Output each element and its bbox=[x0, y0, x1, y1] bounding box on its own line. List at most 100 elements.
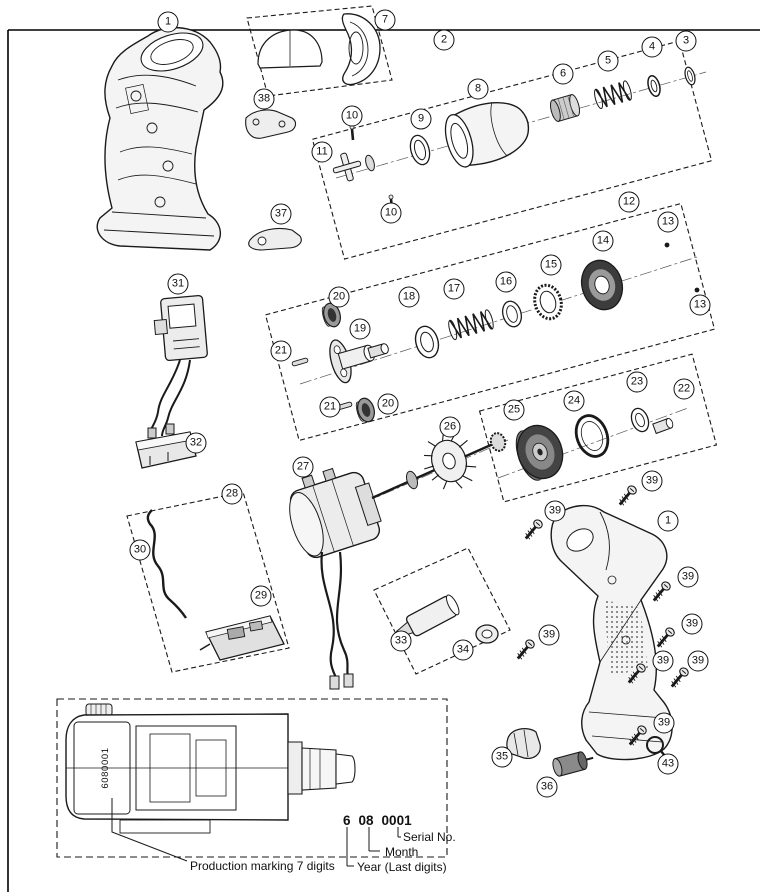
tool-side-view bbox=[65, 703, 356, 862]
part-5-spring bbox=[594, 80, 632, 110]
part-25-clutch bbox=[515, 424, 564, 481]
production-code: 6 08 0001 bbox=[343, 813, 412, 828]
callout-15: 15 bbox=[540, 254, 562, 276]
part-32-terminal-block bbox=[135, 423, 197, 469]
dashed-boxes bbox=[56, 5, 718, 858]
housing-right-half bbox=[550, 505, 673, 761]
callout-5: 5 bbox=[597, 50, 619, 72]
callout-28: 28 bbox=[221, 483, 243, 505]
part-26-fan bbox=[424, 431, 477, 490]
callout-2: 2 bbox=[433, 29, 455, 51]
callout-3: 3 bbox=[675, 30, 697, 52]
month-label: Month bbox=[385, 845, 419, 859]
callout-39: 39 bbox=[538, 624, 560, 646]
group-28-parts bbox=[146, 509, 285, 661]
callout-22: 22 bbox=[673, 378, 695, 400]
production-marking-caption: Production marking 7 digits bbox=[190, 859, 335, 873]
callout-6: 6 bbox=[552, 63, 574, 85]
callout-1: 1 bbox=[657, 510, 679, 532]
callout-14: 14 bbox=[592, 230, 614, 252]
callout-35: 35 bbox=[491, 746, 513, 768]
callout-8: 8 bbox=[467, 78, 489, 100]
overview-box bbox=[56, 698, 448, 858]
callout-13: 13 bbox=[657, 211, 679, 233]
callout-11: 11 bbox=[311, 141, 333, 163]
group-7-parts bbox=[257, 13, 381, 86]
callout-16: 16 bbox=[495, 271, 517, 293]
motor-wire-b bbox=[335, 551, 350, 677]
part-21-pin-a bbox=[291, 357, 309, 367]
callout-13: 13 bbox=[689, 294, 711, 316]
part-9-ring bbox=[409, 134, 431, 166]
gearbox-assembly bbox=[291, 242, 700, 423]
group-box-2 bbox=[311, 40, 713, 260]
callout-20: 20 bbox=[377, 393, 399, 415]
callout-23: 23 bbox=[626, 371, 648, 393]
callout-1: 1 bbox=[157, 11, 179, 33]
code-year-digit: 6 bbox=[343, 813, 351, 828]
part-38-bracket bbox=[245, 109, 297, 139]
callout-30: 30 bbox=[129, 539, 151, 561]
part-4-washer bbox=[647, 75, 661, 97]
callout-37: 37 bbox=[270, 203, 292, 225]
switch-wire-b bbox=[161, 359, 191, 437]
callout-21: 21 bbox=[319, 396, 341, 418]
callout-26: 26 bbox=[439, 416, 461, 438]
callout-24: 24 bbox=[563, 390, 585, 412]
part-20-ring-b bbox=[355, 397, 375, 423]
part-27-motor bbox=[289, 432, 507, 690]
callout-39: 39 bbox=[653, 712, 675, 734]
callout-27: 27 bbox=[292, 456, 314, 478]
motor-wire-a bbox=[320, 551, 338, 679]
callout-43: 43 bbox=[657, 753, 679, 775]
group-box-22 bbox=[478, 353, 718, 503]
part-37-plate bbox=[248, 227, 302, 251]
callout-33: 33 bbox=[390, 630, 412, 652]
marking-leader-line bbox=[111, 798, 188, 862]
part-washer bbox=[365, 154, 375, 172]
year-label: Year (Last digits) bbox=[357, 860, 447, 874]
callout-39: 39 bbox=[687, 650, 709, 672]
group-box-28 bbox=[126, 491, 290, 673]
motor-pinion bbox=[489, 432, 507, 452]
part-11-pin bbox=[332, 152, 362, 182]
callout-36: 36 bbox=[536, 776, 558, 798]
part-8-sleeve bbox=[444, 102, 530, 168]
callout-21: 21 bbox=[270, 340, 292, 362]
code-month-digit: 08 bbox=[358, 813, 374, 828]
part-13-ball-b bbox=[694, 287, 700, 293]
part-34-cap bbox=[475, 624, 499, 644]
part-30-wire bbox=[146, 509, 187, 619]
callout-20: 20 bbox=[328, 286, 350, 308]
part-18-washer bbox=[414, 325, 440, 359]
part-7-boot bbox=[341, 13, 381, 86]
callout-38: 38 bbox=[253, 88, 275, 110]
part-13-ball-a bbox=[664, 242, 670, 248]
part-16-washer bbox=[501, 300, 523, 328]
part-23-washer bbox=[630, 407, 650, 433]
callout-19: 19 bbox=[349, 318, 371, 340]
production-marking-vertical: 6080001 bbox=[100, 747, 111, 789]
part-29-pcb bbox=[199, 615, 285, 661]
housing-left-half bbox=[96, 26, 224, 251]
part-bushing-small bbox=[652, 417, 674, 435]
callout-25: 25 bbox=[503, 399, 525, 421]
callout-39: 39 bbox=[681, 613, 703, 635]
clutch-assembly bbox=[515, 407, 674, 481]
part-36-lamp bbox=[552, 751, 594, 777]
callout-17: 17 bbox=[443, 278, 465, 300]
callout-18: 18 bbox=[398, 286, 420, 308]
code-brackets bbox=[346, 827, 401, 867]
callout-39: 39 bbox=[677, 566, 699, 588]
callout-29: 29 bbox=[250, 585, 272, 607]
callout-4: 4 bbox=[641, 36, 663, 58]
part-3-ring bbox=[684, 66, 696, 86]
grip-texture bbox=[604, 600, 648, 676]
serial-no-label: Serial No. bbox=[403, 830, 456, 844]
part-14-bearing bbox=[580, 259, 624, 311]
callout-31: 31 bbox=[167, 273, 189, 295]
group-box-7 bbox=[246, 5, 393, 97]
